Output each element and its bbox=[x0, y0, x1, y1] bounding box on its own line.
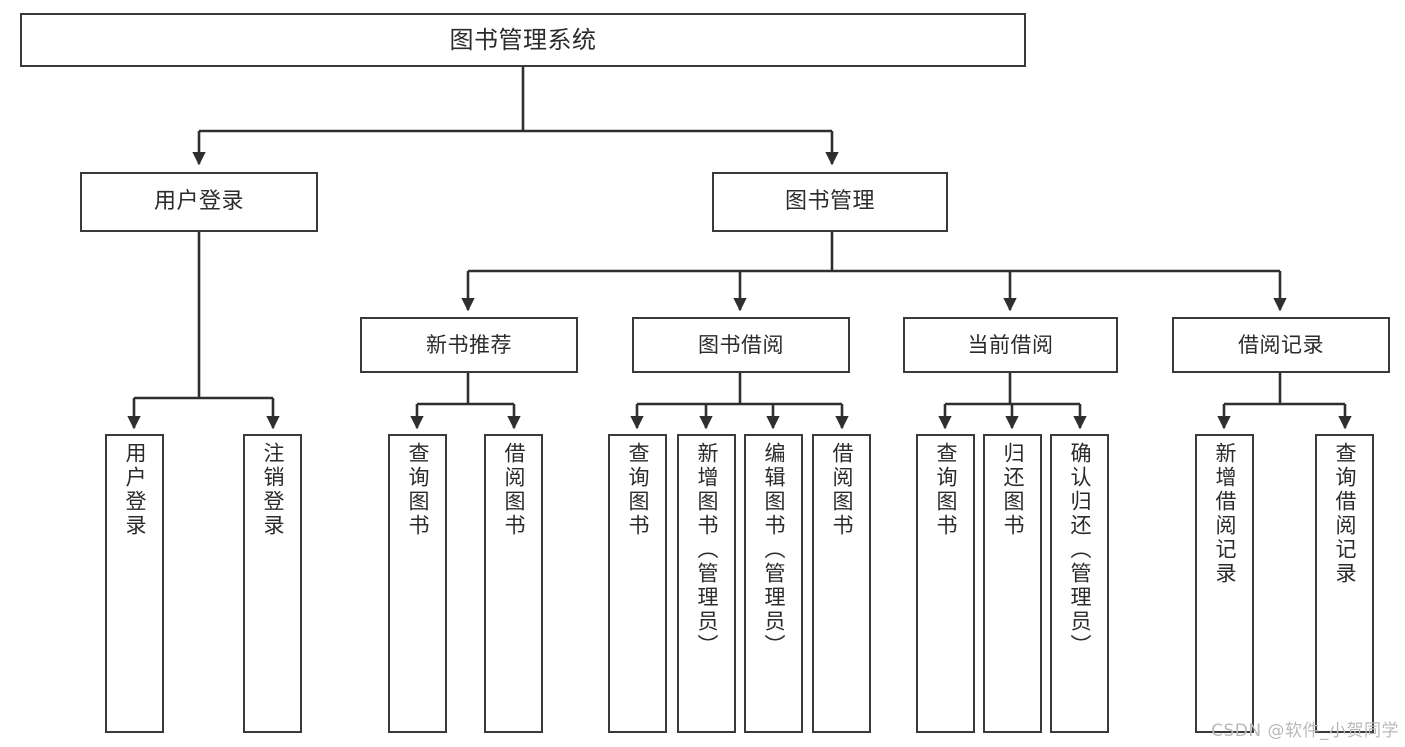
node-label: 用户登录 bbox=[153, 189, 244, 215]
leaf-current-borrow-query-book[interactable]: 查询图书 bbox=[916, 434, 975, 733]
node-label: 图书管理系统 bbox=[449, 25, 597, 54]
node-label: 编辑图书（管理员） bbox=[762, 442, 786, 658]
leaf-new-book-borrow-book[interactable]: 借阅图书 bbox=[484, 434, 543, 733]
leaf-current-borrow-return-book[interactable]: 归还图书 bbox=[983, 434, 1042, 733]
leaf-book-borrow-edit-book-admin[interactable]: 编辑图书（管理员） bbox=[744, 434, 803, 733]
csdn-watermark: CSDN @软件_小贺同学 bbox=[1211, 721, 1399, 741]
node-label: 查询图书 bbox=[406, 442, 430, 538]
node-label: 查询图书 bbox=[934, 442, 958, 538]
leaf-borrow-record-add-record[interactable]: 新增借阅记录 bbox=[1195, 434, 1254, 733]
leaf-new-book-query-book[interactable]: 查询图书 bbox=[388, 434, 447, 733]
node-label: 新增借阅记录 bbox=[1213, 442, 1237, 586]
node-label: 新增图书（管理员） bbox=[695, 442, 719, 658]
node-label: 图书借阅 bbox=[698, 332, 784, 357]
leaf-book-borrow-borrow-book[interactable]: 借阅图书 bbox=[812, 434, 871, 733]
node-root-book-management-system[interactable]: 图书管理系统 bbox=[20, 13, 1026, 67]
node-label: 用户登录 bbox=[123, 442, 147, 538]
node-label: 归还图书 bbox=[1001, 442, 1025, 538]
node-label: 查询借阅记录 bbox=[1333, 442, 1357, 586]
node-label: 确认归还（管理员） bbox=[1068, 442, 1092, 658]
leaf-user-login-login[interactable]: 用户登录 bbox=[105, 434, 164, 733]
leaf-book-borrow-add-book-admin[interactable]: 新增图书（管理员） bbox=[677, 434, 736, 733]
node-borrow-record[interactable]: 借阅记录 bbox=[1172, 317, 1390, 373]
node-user-login[interactable]: 用户登录 bbox=[80, 172, 318, 232]
node-label: 当前借阅 bbox=[967, 332, 1054, 357]
node-label: 查询图书 bbox=[626, 442, 650, 538]
node-label: 新书推荐 bbox=[426, 332, 512, 357]
node-book-borrow[interactable]: 图书借阅 bbox=[632, 317, 850, 373]
leaf-borrow-record-query-record[interactable]: 查询借阅记录 bbox=[1315, 434, 1374, 733]
node-label: 借阅记录 bbox=[1238, 332, 1324, 357]
node-current-borrow[interactable]: 当前借阅 bbox=[903, 317, 1118, 373]
leaf-current-borrow-confirm-return-admin[interactable]: 确认归还（管理员） bbox=[1050, 434, 1109, 733]
node-label: 借阅图书 bbox=[502, 442, 526, 538]
node-new-book-recommend[interactable]: 新书推荐 bbox=[360, 317, 578, 373]
leaf-user-login-logout[interactable]: 注销登录 bbox=[243, 434, 302, 733]
node-label: 注销登录 bbox=[261, 442, 285, 538]
node-book-management[interactable]: 图书管理 bbox=[712, 172, 948, 232]
node-label: 借阅图书 bbox=[830, 442, 854, 538]
leaf-book-borrow-query-book[interactable]: 查询图书 bbox=[608, 434, 667, 733]
node-label: 图书管理 bbox=[784, 189, 875, 215]
